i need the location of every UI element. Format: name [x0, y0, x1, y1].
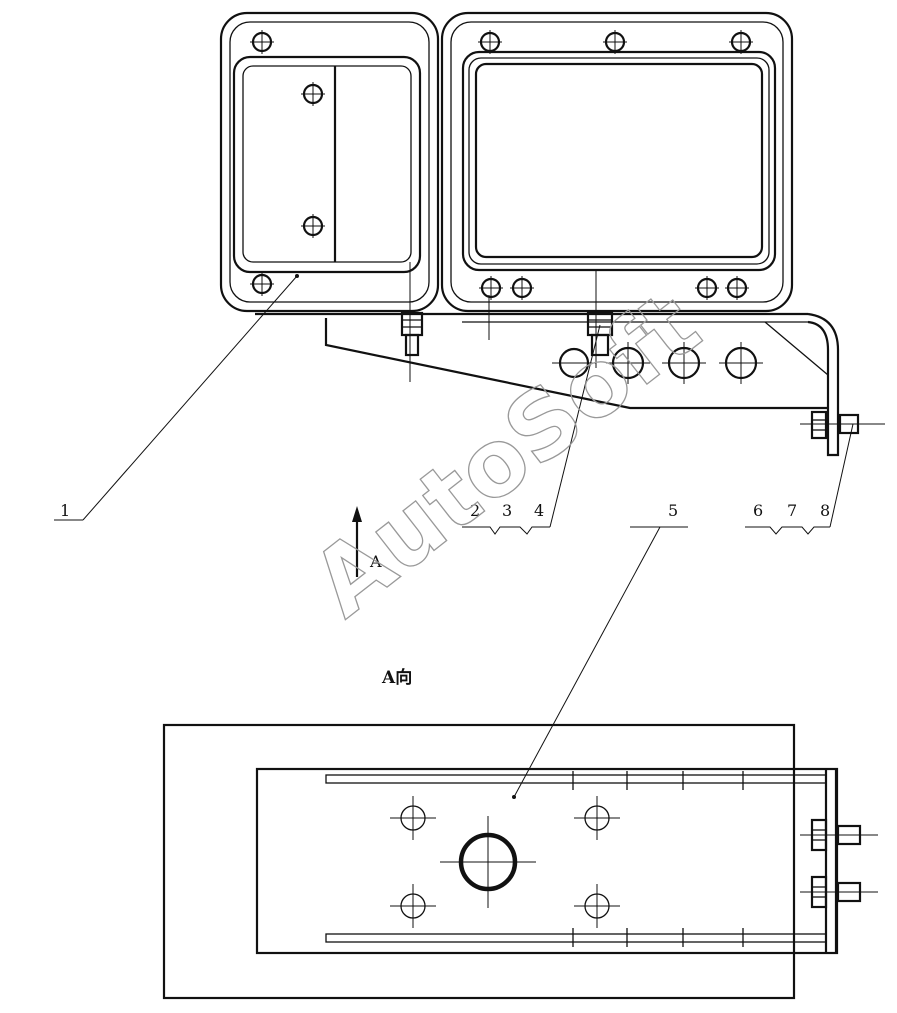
callout-2: 2 — [470, 501, 480, 520]
callout-8: 8 — [820, 501, 830, 520]
leader-lines — [54, 274, 854, 799]
watermark-text: AutoSoft — [293, 271, 719, 637]
callout-5: 5 — [668, 501, 678, 520]
view-a-holes — [390, 796, 620, 928]
callout-labels: 1 2 3 4 5 6 7 8 — [60, 501, 830, 520]
callout-7: 7 — [787, 501, 797, 520]
mounting-bracket — [255, 262, 840, 457]
view-a-base-plate — [162, 723, 839, 1000]
lamp-housing-right — [440, 11, 794, 313]
bracket-holes — [552, 342, 763, 384]
lamp-housing-left — [219, 11, 440, 313]
view-a-side-bolts — [800, 818, 878, 909]
callout-1: 1 — [60, 501, 70, 520]
view-title: A向 — [381, 667, 412, 688]
vertical-bolts — [400, 311, 614, 357]
view-a-rail-ticks — [572, 771, 744, 947]
side-bolt — [800, 410, 885, 440]
view-direction-arrow: A — [352, 506, 382, 577]
callout-3: 3 — [502, 501, 512, 520]
screw-heads — [250, 30, 753, 300]
callout-6: 6 — [753, 501, 763, 520]
view-arrow-label: A — [369, 552, 382, 571]
callout-4: 4 — [534, 501, 544, 520]
